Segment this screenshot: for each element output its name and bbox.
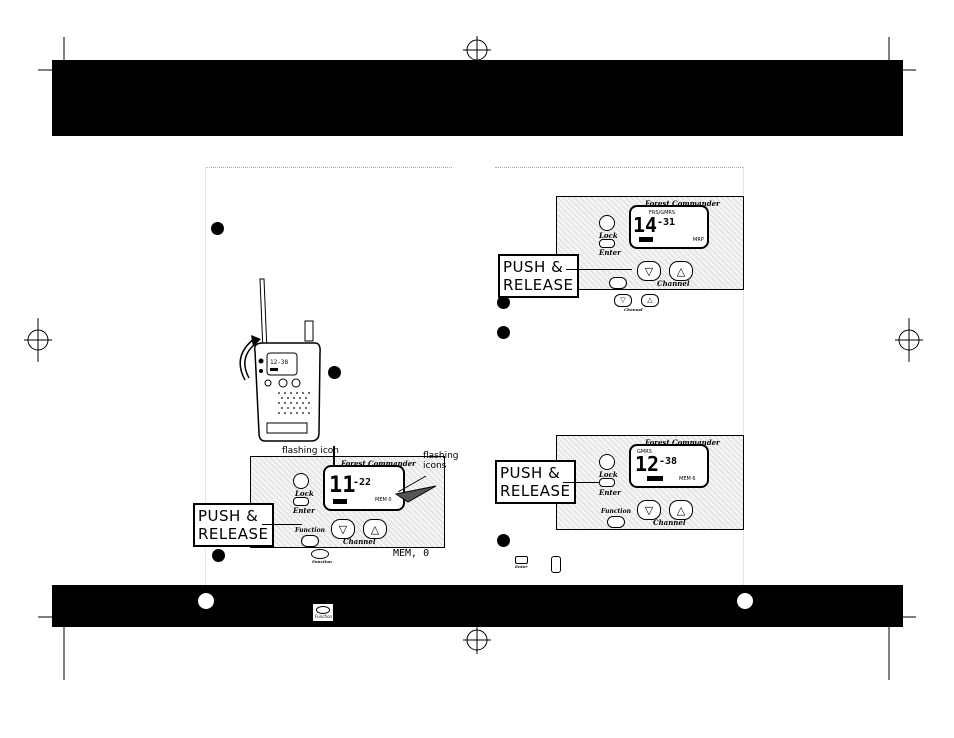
step6-lock-icon bbox=[551, 556, 561, 573]
left-lcd: 11 -22 MEM 0 bbox=[323, 465, 405, 511]
flashing-icon-label: flashing icon bbox=[282, 446, 340, 456]
step3-function-label: Function bbox=[312, 559, 332, 564]
left-function-button[interactable] bbox=[301, 535, 319, 547]
step-bullet-1 bbox=[211, 222, 224, 235]
flashing-icon-pointer bbox=[333, 446, 335, 466]
step4-channel-label: Channel bbox=[624, 307, 643, 312]
right-top-channel-up-icon: △ bbox=[676, 264, 686, 278]
mem-readout: MEM, 0 bbox=[393, 548, 430, 559]
right-top-lcd: FRS/GMRS 14 -31 MRP bbox=[629, 205, 709, 249]
right-top-channel-up-button[interactable] bbox=[669, 261, 693, 281]
step6-enter-label: Enter bbox=[515, 564, 528, 569]
right-column-edge bbox=[743, 167, 744, 585]
header-bar bbox=[52, 60, 903, 136]
right-top-lock-button[interactable] bbox=[599, 215, 615, 231]
right-bottom-channel-up-button[interactable] bbox=[669, 500, 693, 520]
right-top-lcd-battery bbox=[639, 237, 653, 242]
right-bottom-lock-button[interactable] bbox=[599, 454, 615, 470]
right-top-channel-label: Channel bbox=[657, 279, 690, 288]
right-top-lcd-channel: 14 bbox=[633, 213, 658, 237]
right-top-brand: Forest Commander bbox=[645, 199, 720, 208]
right-bottom-callout-line bbox=[563, 482, 599, 483]
right-top-lcd-code: -31 bbox=[657, 217, 676, 228]
right-top-lcd-sub: MRP bbox=[693, 237, 704, 243]
svg-text:12-38: 12-38 bbox=[270, 359, 288, 366]
right-top-channel-down-button[interactable] bbox=[637, 261, 661, 281]
left-channel-up-button[interactable] bbox=[363, 519, 387, 539]
radio-illustration: 12-38 bbox=[233, 273, 321, 443]
step4-down-icon: ▽ bbox=[614, 294, 632, 307]
step-bullet-3 bbox=[212, 549, 225, 562]
left-lcd-battery bbox=[333, 499, 347, 504]
right-top-enter-label: Enter bbox=[599, 248, 621, 257]
brand-label: Forest Commander bbox=[341, 459, 416, 468]
right-bottom-channel-down-button[interactable] bbox=[637, 500, 661, 520]
left-push-release-callout: PUSH & RELEASE bbox=[193, 503, 274, 547]
left-channel-label: Channel bbox=[343, 537, 376, 546]
left-lcd-mem: MEM 0 bbox=[375, 497, 392, 503]
right-top-lock-label: Lock bbox=[599, 231, 618, 240]
right-bottom-channel-up-icon: △ bbox=[676, 503, 686, 517]
left-function-label: Function bbox=[295, 527, 325, 534]
left-channel-down-button[interactable] bbox=[331, 519, 355, 539]
left-column-edge bbox=[205, 167, 206, 585]
right-bottom-channel-label: Channel bbox=[653, 518, 686, 527]
right-bottom-function-label: Function bbox=[601, 508, 631, 515]
right-top-push-release-callout: PUSH & RELEASE bbox=[498, 254, 579, 298]
right-top-callout-line bbox=[566, 269, 632, 270]
left-lock-button[interactable] bbox=[293, 473, 309, 489]
radio-drawing: 12-38 bbox=[239, 278, 321, 442]
left-keypad-panel: Forest Commander 11 -22 MEM 0 Lock Enter… bbox=[250, 456, 445, 548]
right-bottom-lcd-battery bbox=[647, 476, 663, 481]
right-top-lcd-label: FRS/GMRS bbox=[649, 210, 676, 216]
right-bottom-channel-down-icon: ▽ bbox=[644, 503, 654, 517]
step-bullet-2 bbox=[328, 366, 341, 379]
right-bottom-lcd: GMRS 12 -38 MEM 6 bbox=[629, 444, 709, 488]
left-enter-button[interactable] bbox=[293, 497, 309, 506]
footer-bar bbox=[52, 585, 903, 627]
left-lcd-code: -22 bbox=[353, 477, 372, 488]
right-bottom-push-release-callout: PUSH & RELEASE bbox=[495, 460, 576, 504]
flashing-icons-label: flashing icons bbox=[423, 451, 459, 471]
right-bottom-lock-label: Lock bbox=[599, 470, 618, 479]
right-top-channel-down-icon: ▽ bbox=[644, 264, 654, 278]
channel-up-icon: △ bbox=[370, 522, 380, 536]
left-callout-line bbox=[262, 524, 302, 525]
right-bottom-brand: Forest Commander bbox=[645, 438, 720, 447]
page-number-right-dot bbox=[737, 593, 753, 609]
right-bottom-lcd-code: -38 bbox=[659, 456, 678, 467]
step4-up-icon: △ bbox=[641, 294, 659, 307]
left-lcd-channel: 11 bbox=[329, 473, 356, 498]
left-lock-label: Lock bbox=[295, 489, 314, 498]
right-top-keypad-panel: Forest Commander FRS/GMRS 14 -31 MRP Loc… bbox=[556, 196, 744, 290]
step6-enter-icon bbox=[515, 556, 528, 564]
step-bullet-5 bbox=[497, 326, 510, 339]
right-bottom-enter-button[interactable] bbox=[599, 478, 615, 487]
right-bottom-function-button[interactable] bbox=[607, 516, 625, 528]
channel-down-icon: ▽ bbox=[338, 522, 348, 536]
right-bottom-lcd-channel: 12 bbox=[635, 452, 660, 476]
right-top-enter-button[interactable] bbox=[599, 239, 615, 248]
function-icon-label: Function bbox=[315, 614, 333, 619]
step3-function-icon bbox=[311, 549, 329, 559]
right-bottom-lcd-mem: MEM 6 bbox=[679, 476, 696, 482]
flashing-icons-arrow bbox=[394, 475, 437, 503]
function-button-icon: Function bbox=[312, 603, 334, 622]
right-column-rule bbox=[495, 167, 743, 168]
step-bullet-6 bbox=[497, 534, 510, 547]
page-number-left-dot bbox=[198, 593, 214, 609]
step-bullet-4 bbox=[497, 296, 510, 309]
left-column-rule bbox=[205, 167, 452, 168]
right-top-function-button[interactable] bbox=[609, 277, 627, 289]
right-bottom-lcd-label: GMRS bbox=[637, 449, 652, 455]
right-bottom-enter-label: Enter bbox=[599, 488, 621, 497]
left-enter-label: Enter bbox=[293, 506, 315, 515]
